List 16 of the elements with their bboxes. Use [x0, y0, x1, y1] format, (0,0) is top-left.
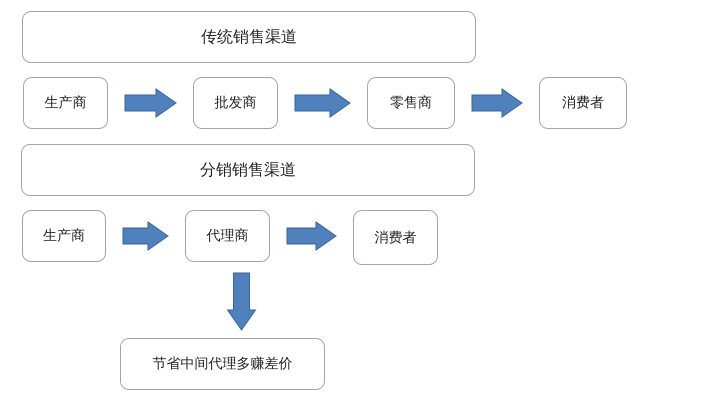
process-box: 零售商 — [367, 77, 455, 129]
block-arrow — [226, 272, 256, 331]
process-box: 批发商 — [193, 77, 278, 129]
process-box: 节省中间代理多赚差价 — [120, 338, 325, 390]
block-arrow — [122, 221, 169, 251]
process-box: 消费者 — [353, 210, 438, 265]
block-arrow — [286, 221, 337, 251]
process-box: 消费者 — [539, 77, 627, 129]
block-arrow — [294, 88, 351, 118]
heading-box: 分销销售渠道 — [21, 144, 475, 196]
process-box: 代理商 — [185, 210, 270, 262]
heading-box: 传统销售渠道 — [22, 11, 476, 63]
process-box: 生产商 — [23, 77, 108, 129]
process-box: 生产商 — [22, 210, 106, 262]
block-arrow — [124, 88, 177, 118]
block-arrow — [472, 88, 523, 118]
